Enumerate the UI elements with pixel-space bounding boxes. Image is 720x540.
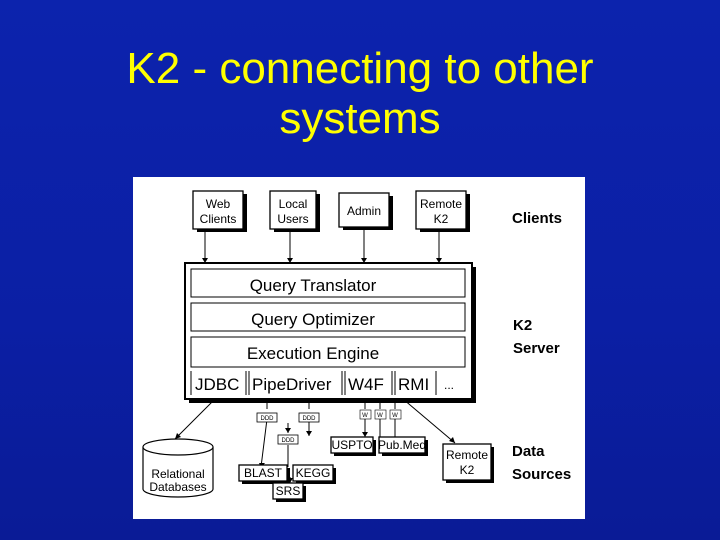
w4f-wrapper-tags: W W W bbox=[359, 409, 402, 420]
architecture-diagram: Web Clients Local Users Admin Remote K2 … bbox=[133, 177, 585, 519]
srs-box: SRS bbox=[272, 482, 306, 502]
web-clients-box: Web Clients bbox=[192, 190, 247, 232]
admin-box: Admin bbox=[338, 192, 393, 230]
svg-text:DDD: DDD bbox=[282, 438, 296, 444]
client-connectors bbox=[202, 230, 442, 263]
ddd-adapter-3: DDD bbox=[277, 434, 299, 445]
ddd-adapter-2: DDD bbox=[298, 412, 320, 423]
ddd-adapter-1: DDD bbox=[256, 412, 278, 423]
w-tag-2: W bbox=[377, 413, 383, 419]
blast-label: BLAST bbox=[244, 466, 283, 480]
svg-text:DDD: DDD bbox=[303, 416, 317, 422]
kegg-label: KEGG bbox=[296, 466, 331, 480]
data-sources-section-label-1: Data bbox=[512, 443, 545, 460]
k2-server-box: Query Translator Query Optimizer Executi… bbox=[184, 262, 476, 403]
remote-k2-client-label-1: Remote bbox=[420, 197, 462, 211]
uspto-box: USPTO bbox=[330, 436, 376, 456]
pubmed-label: Pub.Med bbox=[378, 438, 426, 452]
driver-more: ... bbox=[444, 378, 454, 392]
remote-k2-source-label-1: Remote bbox=[446, 448, 488, 462]
web-clients-label-1: Web bbox=[206, 197, 231, 211]
remote-k2-source-label-2: K2 bbox=[460, 463, 475, 477]
driver-rmi: RMI bbox=[398, 375, 429, 394]
relational-databases-cylinder: Relational Databases bbox=[142, 438, 214, 498]
uspto-label: USPTO bbox=[331, 438, 372, 452]
remote-k2-source-box: Remote K2 bbox=[442, 443, 494, 483]
relational-databases-label-2: Databases bbox=[149, 480, 206, 494]
k2-server-section-label-1: K2 bbox=[513, 317, 532, 334]
remote-k2-client-box: Remote K2 bbox=[415, 190, 470, 232]
w-tag-1: W bbox=[362, 413, 368, 419]
kegg-box: KEGG bbox=[292, 464, 336, 484]
local-users-label-2: Users bbox=[277, 212, 308, 226]
remote-k2-client-label-2: K2 bbox=[434, 212, 449, 226]
local-users-box: Local Users bbox=[269, 190, 320, 232]
pubmed-box: Pub.Med bbox=[378, 436, 428, 456]
driver-w4f: W4F bbox=[348, 375, 384, 394]
query-optimizer-layer: Query Optimizer bbox=[251, 310, 375, 329]
title-line-1: K2 - connecting to other bbox=[126, 44, 594, 93]
k2-server-section-label-2: Server bbox=[513, 340, 560, 357]
admin-label: Admin bbox=[347, 204, 381, 218]
driver-jdbc: JDBC bbox=[195, 375, 239, 394]
title-line-2: systems bbox=[279, 94, 441, 143]
data-sources-section-label-2: Sources bbox=[512, 466, 571, 483]
clients-section-label: Clients bbox=[512, 210, 562, 227]
w-tag-3: W bbox=[392, 413, 398, 419]
execution-engine-layer: Execution Engine bbox=[247, 344, 379, 363]
blast-box: BLAST bbox=[238, 464, 290, 484]
local-users-label-1: Local bbox=[279, 197, 308, 211]
query-translator-layer: Query Translator bbox=[250, 276, 377, 295]
srs-label: SRS bbox=[276, 484, 301, 498]
slide-title: K2 - connecting to other systems bbox=[0, 44, 720, 144]
architecture-diagram-svg: Web Clients Local Users Admin Remote K2 … bbox=[142, 190, 571, 502]
svg-text:DDD: DDD bbox=[261, 416, 275, 422]
relational-databases-label-1: Relational bbox=[151, 467, 204, 481]
web-clients-label-2: Clients bbox=[200, 212, 237, 226]
driver-pipedriver: PipeDriver bbox=[252, 375, 332, 394]
